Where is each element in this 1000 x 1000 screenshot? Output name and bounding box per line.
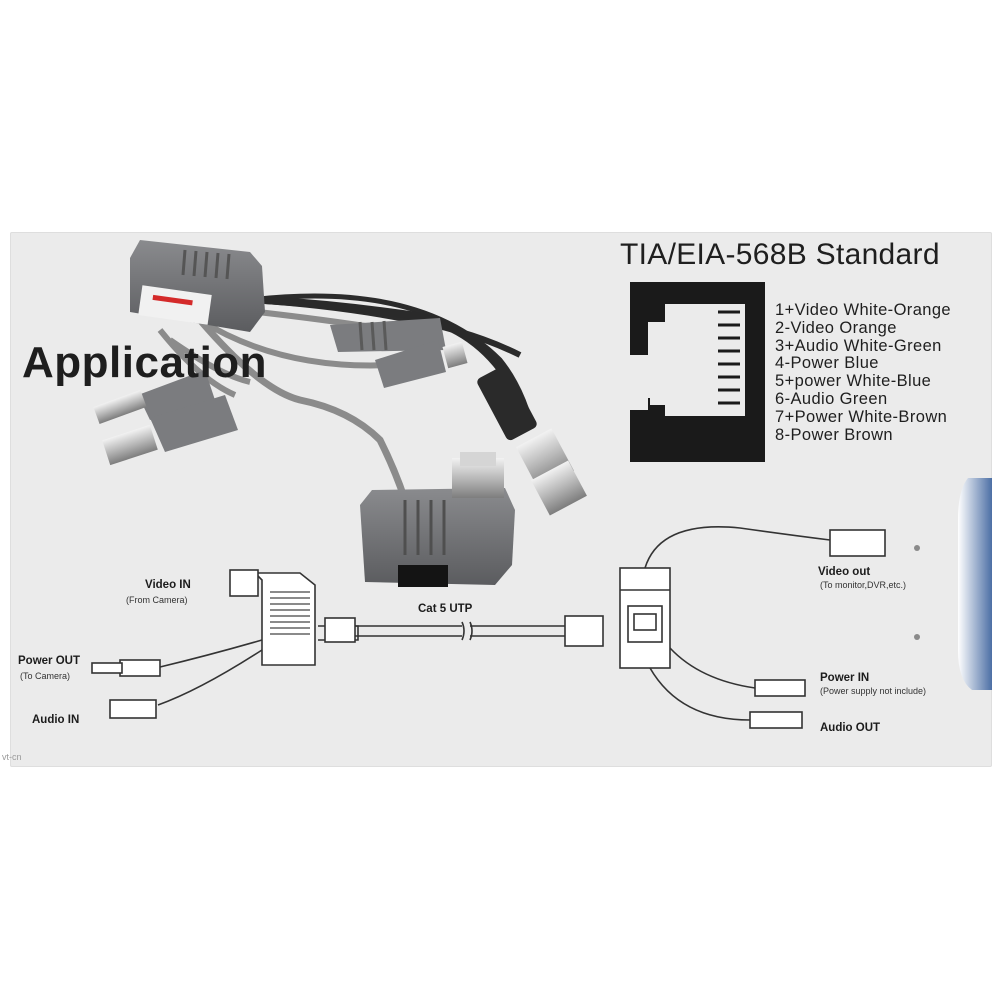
pinout-item: 5+power White-Blue [775,372,932,391]
receiver-drawing [619,526,886,729]
power-in-note: (Power supply not include) [820,686,927,696]
cat5-cable-drawing [355,615,604,647]
cable-label: Cat 5 UTP [418,603,473,615]
pinout-item: 2-Video Orange [775,318,897,337]
audio-in-label: Audio IN [32,714,80,726]
application-heading: Application [22,338,268,387]
pinout-item: 6-Audio Green [775,389,888,408]
pinout-item: 3+Audio White-Green [775,336,942,355]
watermark: vt-cn [2,752,22,762]
pinout-item: 1+Video White-Orange [775,301,952,319]
pinout-list: 1+Video White-Orange 2-Video Orange 3+Au… [775,301,952,444]
card-window-cutout [914,478,992,690]
video-in-label: Video IN [145,579,191,591]
pinout-item: 4-Power Blue [775,354,879,373]
video-out-label: Video out [818,566,871,578]
power-out-note: (To Camera) [20,671,71,681]
audio-out-label: Audio OUT [820,722,881,734]
bnc-connector-photo [477,365,587,516]
rj45-jack-icon [630,282,765,462]
pinout-item: 8-Power Brown [775,425,893,444]
balun-product-photo [93,240,587,587]
standard-title: TIA/EIA-568B Standard [620,238,940,271]
transmitter-drawing [91,569,359,719]
power-out-label: Power OUT [18,655,80,667]
pinout-item: 7+Power White-Brown [775,407,948,426]
video-in-note: (From Camera) [126,595,188,605]
power-in-label: Power IN [820,672,870,684]
video-out-note: (To monitor,DVR,etc.) [820,580,907,590]
